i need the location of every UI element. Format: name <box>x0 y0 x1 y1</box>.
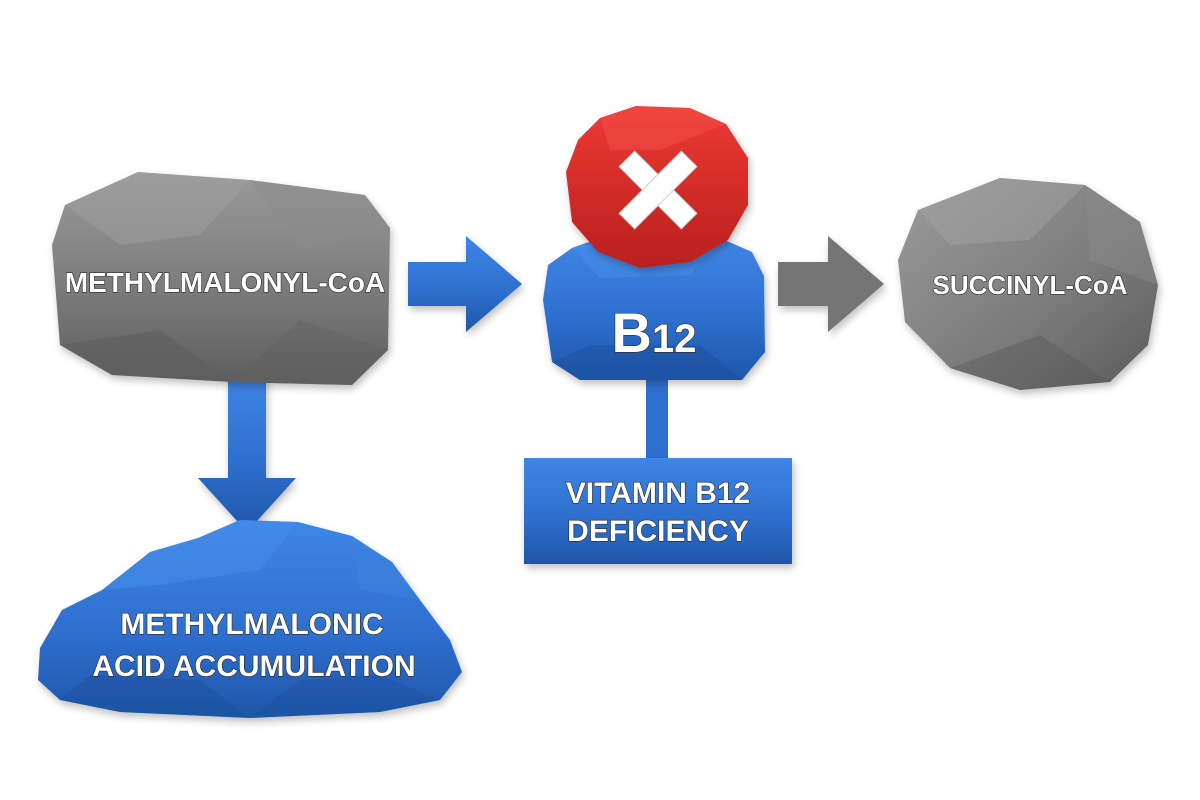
deficiency-line-1: VITAMIN B12 <box>566 477 750 510</box>
substrate-label: METHYLMALONYL-CoA <box>65 267 385 298</box>
deficiency-connector <box>646 378 668 460</box>
succinyl-coa-block: SUCCINYL-CoA <box>898 178 1158 390</box>
block-stop-badge <box>566 106 748 268</box>
methylmalonyl-coa-block: METHYLMALONYL-CoA <box>52 172 390 385</box>
enzyme-main: B <box>612 301 652 364</box>
vitamin-b12-deficiency-box: VITAMIN B12 DEFICIENCY <box>524 458 792 564</box>
right-arrow-to-enzyme <box>408 236 522 332</box>
b12-enzyme-block: B12 <box>543 238 765 380</box>
down-arrow <box>198 370 296 532</box>
x-cross-icon <box>618 150 698 230</box>
accumulation-line-2: ACID ACCUMULATION <box>92 650 415 683</box>
enzyme-label: B12 <box>612 301 697 364</box>
accumulation-line-1: METHYLMALONIC <box>120 608 383 641</box>
product-label: SUCCINYL-CoA <box>933 270 1128 300</box>
enzyme-subscript: 12 <box>652 317 697 361</box>
deficiency-line-2: DEFICIENCY <box>567 515 749 548</box>
methylmalonic-acid-accumulation-pile: METHYLMALONIC ACID ACCUMULATION <box>38 520 462 718</box>
right-arrow-to-product <box>778 236 884 332</box>
